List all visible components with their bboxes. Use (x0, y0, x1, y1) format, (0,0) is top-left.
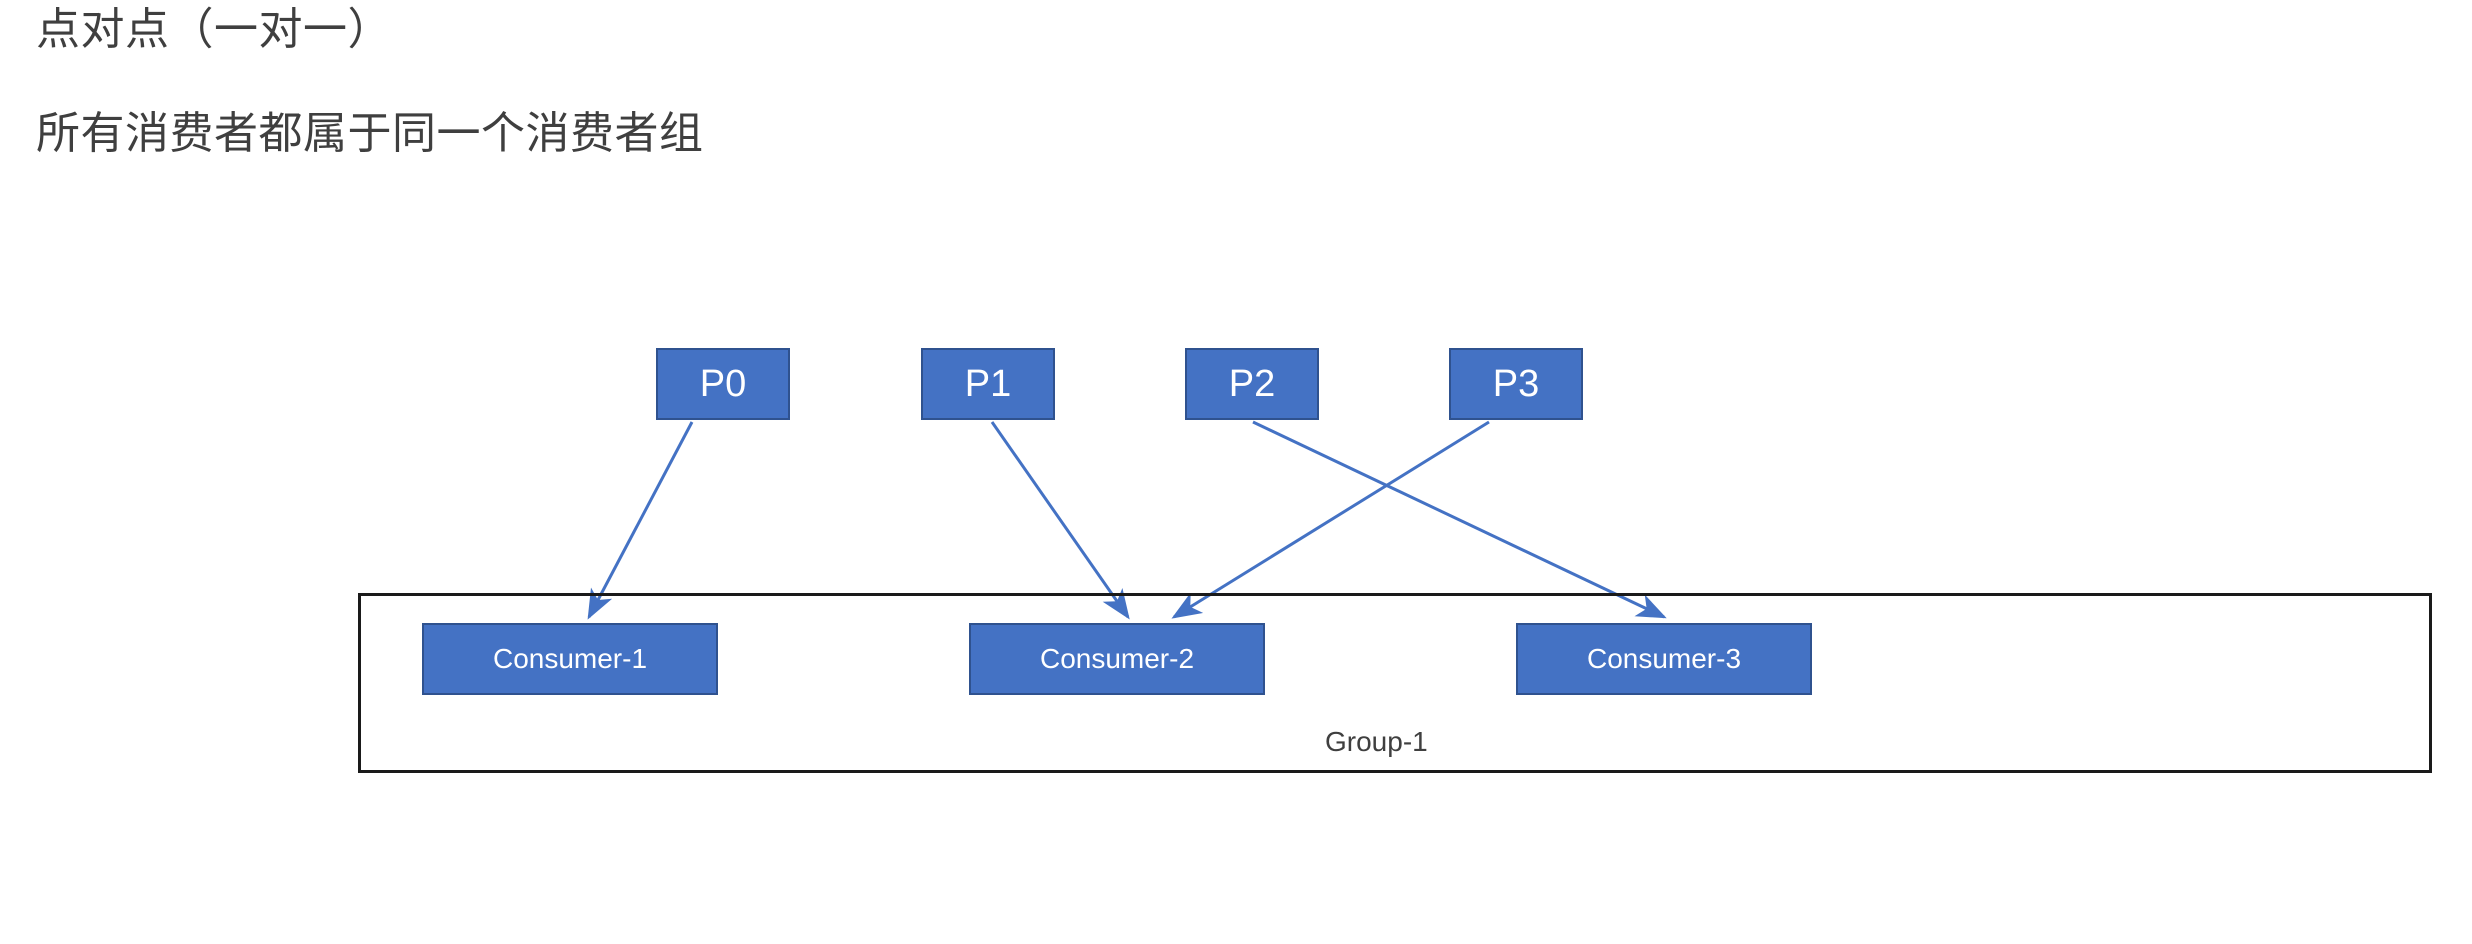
consumer-label-1: Consumer-1 (492, 643, 648, 674)
partition-label-p0: P0 (699, 362, 747, 405)
consumer-label-3: Consumer-3 (1586, 643, 1742, 674)
partition-box-p1[interactable]: P1 (921, 348, 1055, 420)
page-title: 点对点（一对一） (36, 5, 392, 54)
partition-label-p2: P2 (1228, 362, 1276, 405)
connector-p1-consumer2 (990, 421, 1130, 620)
heading-block: 点对点（一对一） 所有消费者都属于同一个消费者组 (36, 0, 1636, 156)
page-subtitle: 所有消费者都属于同一个消费者组 (36, 109, 704, 158)
connector-p2-consumer3 (1252, 420, 1667, 619)
consumer-label-2: Consumer-2 (1039, 643, 1195, 674)
consumer-box-3[interactable]: Consumer-3 (1516, 623, 1812, 695)
partition-label-p1: P1 (964, 362, 1012, 405)
connector-p3-consumer2 (1171, 420, 1490, 619)
consumer-group-label: Group-1 (1325, 726, 1428, 757)
partition-box-p0[interactable]: P0 (656, 348, 790, 420)
connector-p0-consumer1 (587, 421, 694, 620)
consumer-box-2[interactable]: Consumer-2 (969, 623, 1265, 695)
partition-box-p2[interactable]: P2 (1185, 348, 1319, 420)
partition-box-p3[interactable]: P3 (1449, 348, 1583, 420)
consumer-box-1[interactable]: Consumer-1 (422, 623, 718, 695)
partition-label-p3: P3 (1492, 362, 1540, 405)
